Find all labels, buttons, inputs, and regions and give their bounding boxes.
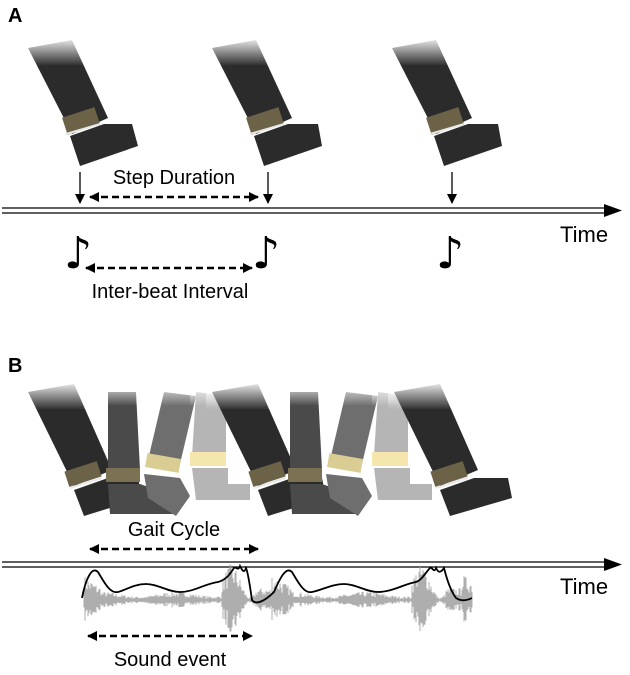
time-axis-b-arrowhead <box>604 558 622 571</box>
foot <box>254 124 322 166</box>
ankle-band <box>246 107 284 135</box>
waveform-trace <box>83 564 473 632</box>
sound-waveform <box>83 564 473 632</box>
band-highlight <box>65 123 101 135</box>
leg-top-fade <box>24 36 84 66</box>
ankle-band <box>62 107 100 135</box>
band-highlight <box>429 123 465 135</box>
heel-strike-arrows <box>75 172 457 204</box>
inter-beat-label: Inter-beat Interval <box>92 281 249 303</box>
sound-event-label: Sound event <box>114 649 227 671</box>
leg-top-fade <box>388 36 448 66</box>
ankle-band <box>426 107 464 135</box>
panel-a-feet <box>24 36 502 166</box>
foot-2 <box>208 36 322 166</box>
band-highlight <box>249 123 285 135</box>
music-notes: ♪ ♪ ♪ <box>64 228 464 279</box>
foot-1 <box>24 36 138 166</box>
time-axis-b <box>2 558 622 571</box>
note-icon-2: ♪ <box>252 228 280 279</box>
foot <box>70 124 138 166</box>
foot <box>434 124 502 166</box>
gait-frame-3 <box>144 380 204 516</box>
gait-frame-9 <box>388 380 512 516</box>
gait-cycle-label: Gait Cycle <box>128 519 220 541</box>
note-icon-3: ♪ <box>436 228 464 279</box>
time-label-b: Time <box>560 574 608 599</box>
foot-3 <box>388 36 502 166</box>
leg-top-fade <box>208 36 268 66</box>
sound-envelope <box>81 563 473 604</box>
time-label-a: Time <box>560 222 608 247</box>
note-icon-1: ♪ <box>64 228 92 279</box>
gait-sequence <box>22 380 512 516</box>
time-axis-a <box>2 204 622 217</box>
panel-a-label: A <box>8 5 22 27</box>
panel-b-label: B <box>8 355 22 377</box>
gait-frame-1 <box>22 380 142 516</box>
gait-frame-2 <box>104 380 180 514</box>
time-axis-a-arrowhead <box>604 204 622 217</box>
step-duration-label: Step Duration <box>113 167 235 189</box>
